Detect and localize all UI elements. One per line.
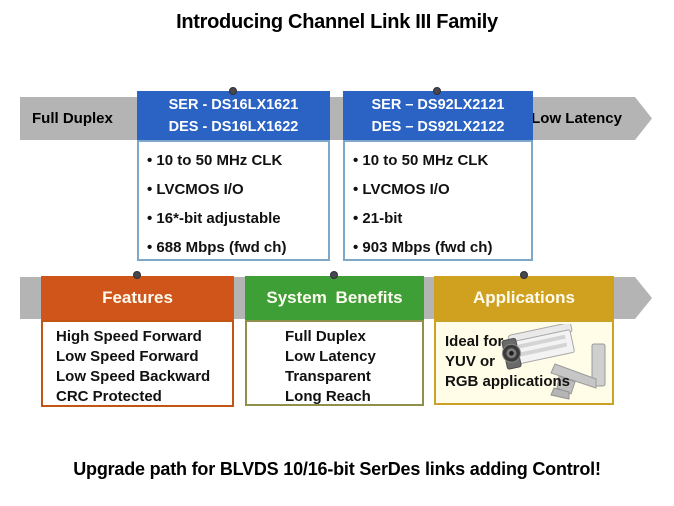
chipset-des-line: DES - DS16LX1622 [168,118,299,135]
connector-dot [330,271,338,279]
connector-dot [229,87,237,95]
spec-box-ds92: 10 to 50 MHz CLK LVCMOS I/O 21-bit 903 M… [343,140,533,261]
spec-list: 10 to 50 MHz CLK LVCMOS I/O 16*-bit adju… [139,146,328,262]
chipset-ser-line: SER – DS92LX2121 [371,96,505,113]
features-item: CRC Protected [56,388,162,405]
spec-item: LVCMOS I/O [353,175,531,204]
spec-list: 10 to 50 MHz CLK LVCMOS I/O 21-bit 903 M… [345,146,531,262]
applications-line: YUV or [445,353,496,370]
footer-message: Upgrade path for BLVDS 10/16-bit SerDes … [73,459,601,479]
benefits-item: Long Reach [285,388,371,405]
full-duplex-label: Full Duplex [32,110,113,127]
connector-dot [433,87,441,95]
spec-item: 10 to 50 MHz CLK [353,146,531,175]
chipset-box-ds92: SER – DS92LX2121 DES – DS92LX2122 [343,91,533,140]
benefits-item: Low Latency [285,348,376,365]
spec-item: 688 Mbps (fwd ch) [147,233,328,262]
features-item: Low Speed Forward [56,348,199,365]
applications-line: RGB applications [445,373,571,390]
connector-dot [520,271,528,279]
spec-box-ds16: 10 to 50 MHz CLK LVCMOS I/O 16*-bit adju… [137,140,330,261]
spec-item: 903 Mbps (fwd ch) [353,233,531,262]
applications-header: Applications [434,276,614,320]
chipset-des-line: DES – DS92LX2122 [371,118,505,135]
slide-title: Introducing Channel Link III Family [176,11,498,33]
applications-text: Ideal for YUV or RGB applications [445,332,605,392]
features-header: Features [41,276,234,320]
applications-line: Ideal for [445,333,504,350]
features-item: Low Speed Backward [56,368,211,385]
security-camera-icon [501,324,606,400]
applications-box: Ideal for YUV or RGB applications [434,320,614,405]
chipset-box-ds16: SER - DS16LX1621 DES - DS16LX1622 [137,91,330,140]
features-box: High Speed Forward Low Speed Forward Low… [41,320,234,407]
spec-item: 16*-bit adjustable [147,204,328,233]
benefits-box: Full Duplex Low Latency Transparent Long… [245,320,424,406]
benefits-item: Full Duplex [285,328,366,345]
system-benefits-header: System Benefits [245,276,424,320]
full-duplex-arrow: Full Duplex Low Latency [20,97,652,140]
benefits-item: Transparent [285,368,371,385]
connector-dot [133,271,141,279]
low-latency-label: Low Latency [531,110,622,127]
spec-item: 21-bit [353,204,531,233]
spec-item: 10 to 50 MHz CLK [147,146,328,175]
chipset-ser-line: SER - DS16LX1621 [168,96,299,113]
spec-item: LVCMOS I/O [147,175,328,204]
features-item: High Speed Forward [56,328,202,345]
